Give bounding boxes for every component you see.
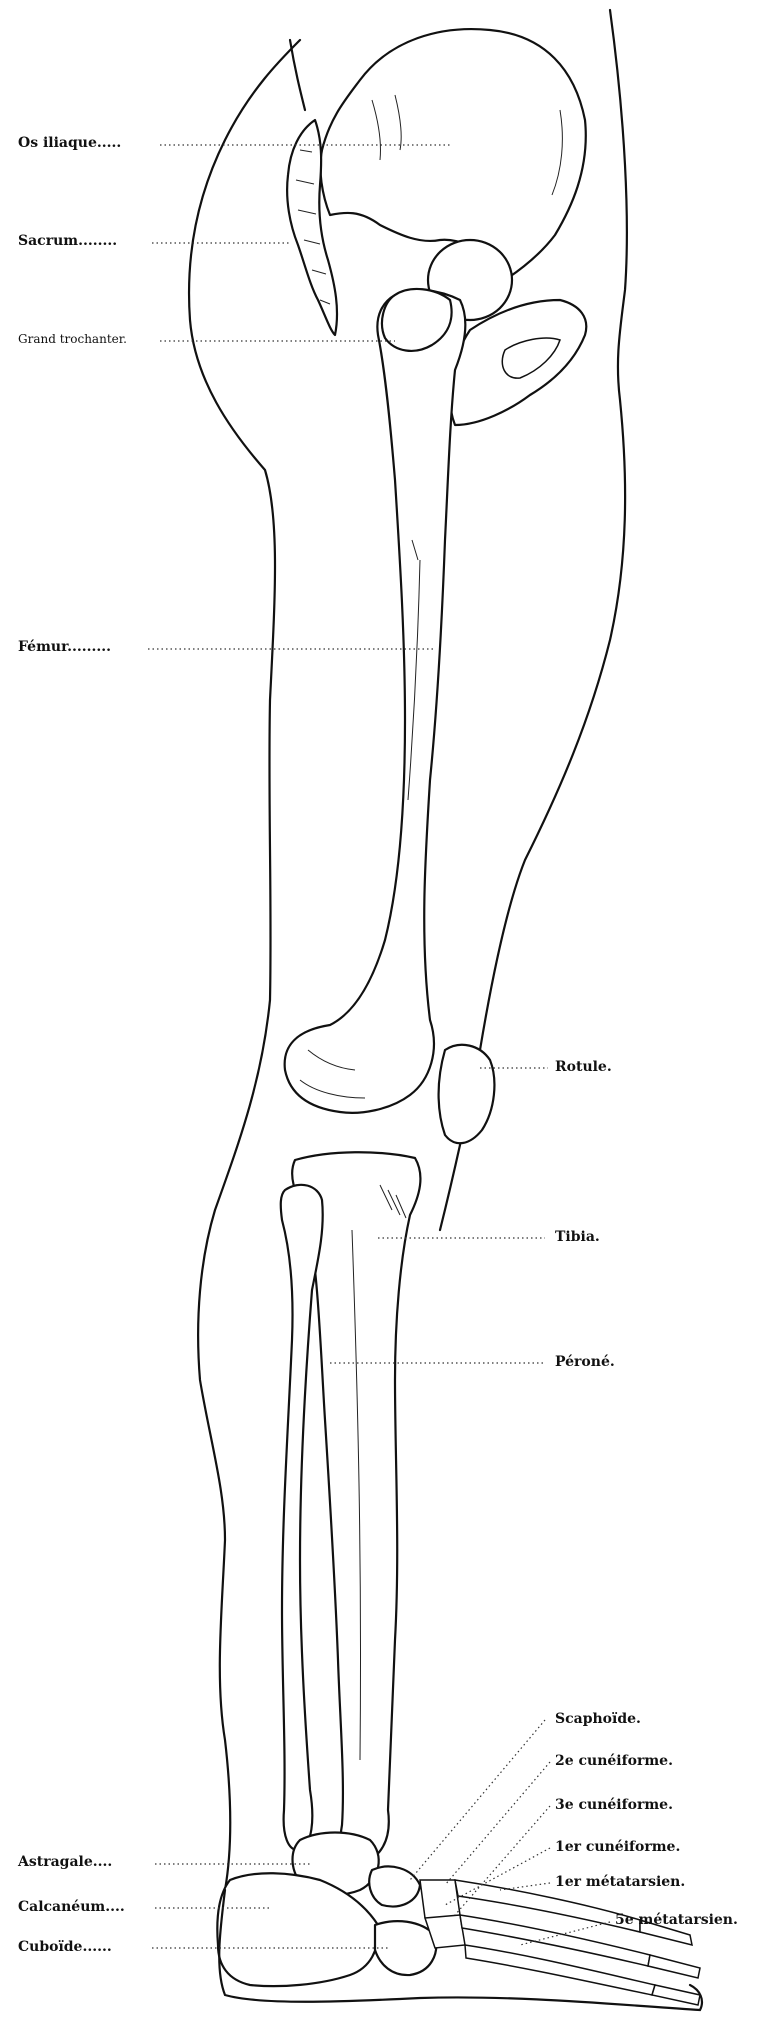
label-grand-trochanter: Grand trochanter. — [18, 333, 127, 345]
label-scaphoide: Scaphoïde. — [555, 1712, 641, 1726]
label-cuneiforme-3: 3e cunéiforme. — [555, 1798, 673, 1812]
cuboide-bone — [375, 1921, 436, 1975]
femur-bone — [285, 290, 466, 1113]
label-rotule: Rotule. — [555, 1060, 612, 1074]
label-cuneiforme-1: 1er cunéiforme. — [555, 1840, 680, 1854]
rotule-bone — [439, 1045, 495, 1143]
label-sacrum: Sacrum........ — [18, 234, 117, 248]
metatarsiens-bones — [455, 1880, 655, 1995]
leader-scaphoide — [410, 1720, 545, 1880]
back-edge-mark — [290, 40, 305, 110]
label-metatarsien-5: 5e métatarsien. — [615, 1913, 738, 1927]
label-perone: Péroné. — [555, 1355, 615, 1369]
label-astragale: Astragale.... — [18, 1855, 112, 1869]
label-femur: Fémur......... — [18, 640, 111, 654]
label-calcaneum: Calcanéum.... — [18, 1900, 125, 1914]
label-cuboide: Cuboïde...... — [18, 1940, 112, 1954]
label-cuneiforme-2: 2e cunéiforme. — [555, 1754, 673, 1768]
label-tibia: Tibia. — [555, 1230, 600, 1244]
scaphoide-bone — [369, 1866, 420, 1906]
label-os-iliaque: Os iliaque..... — [18, 136, 121, 150]
label-metatarsien-1: 1er métatarsien. — [555, 1875, 685, 1889]
